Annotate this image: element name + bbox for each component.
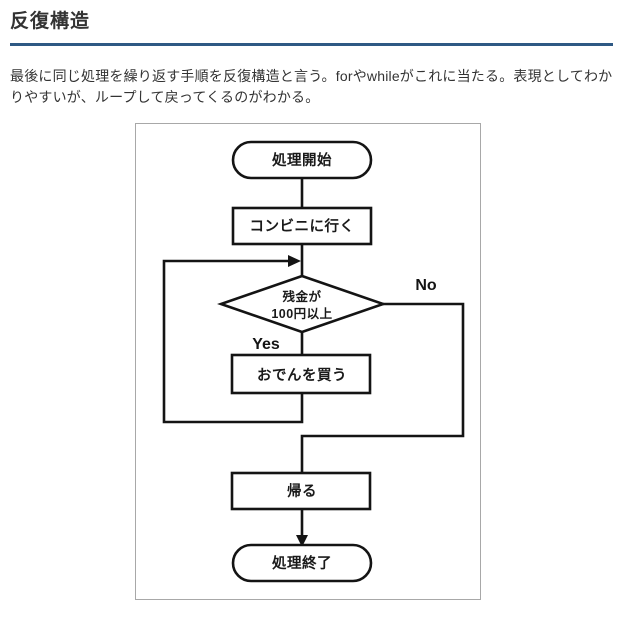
process-go-to-store [231,206,373,246]
process-buy-oden-label: おでんを買う [257,367,347,384]
decision-label-line2: 100円以上 [271,306,332,321]
edge-loop-back [162,259,304,424]
decision-label-line1: 残金が [282,289,321,304]
yes-edge-label: Yes [252,336,280,353]
process-go-to-store-label: コンビニに行く [250,217,355,235]
flowchart-svg: 処理開始 コンビニに行く 残金が 100円以上 Yes No おでんを買う 帰る… [162,140,465,583]
terminal-end [231,543,373,583]
terminal-start-label: 処理開始 [272,151,332,169]
no-edge-label: No [415,277,437,294]
page-content: 反復構造 最後に同じ処理を繰り返す手順を反復構造と言う。forやwhileがこれ… [0,0,623,108]
end-arrowhead-icon [296,535,308,547]
title-divider [10,42,613,46]
terminal-start [231,140,373,180]
process-buy-oden [230,353,372,395]
terminal-end-label: 処理終了 [272,554,332,572]
intro-paragraph: 最後に同じ処理を繰り返す手順を反復構造と言う。forやwhileがこれに当たる。… [10,67,613,105]
decision-diamond [217,274,387,334]
flowchart-figure: 処理開始 コンビニに行く 残金が 100円以上 Yes No おでんを買う 帰る… [135,123,481,600]
loop-arrowhead-icon [288,255,301,267]
edge-no-branch [300,302,465,473]
page-title: 反復構造 [10,11,91,32]
process-go-home-label: 帰る [287,482,317,500]
process-go-home [230,471,372,511]
